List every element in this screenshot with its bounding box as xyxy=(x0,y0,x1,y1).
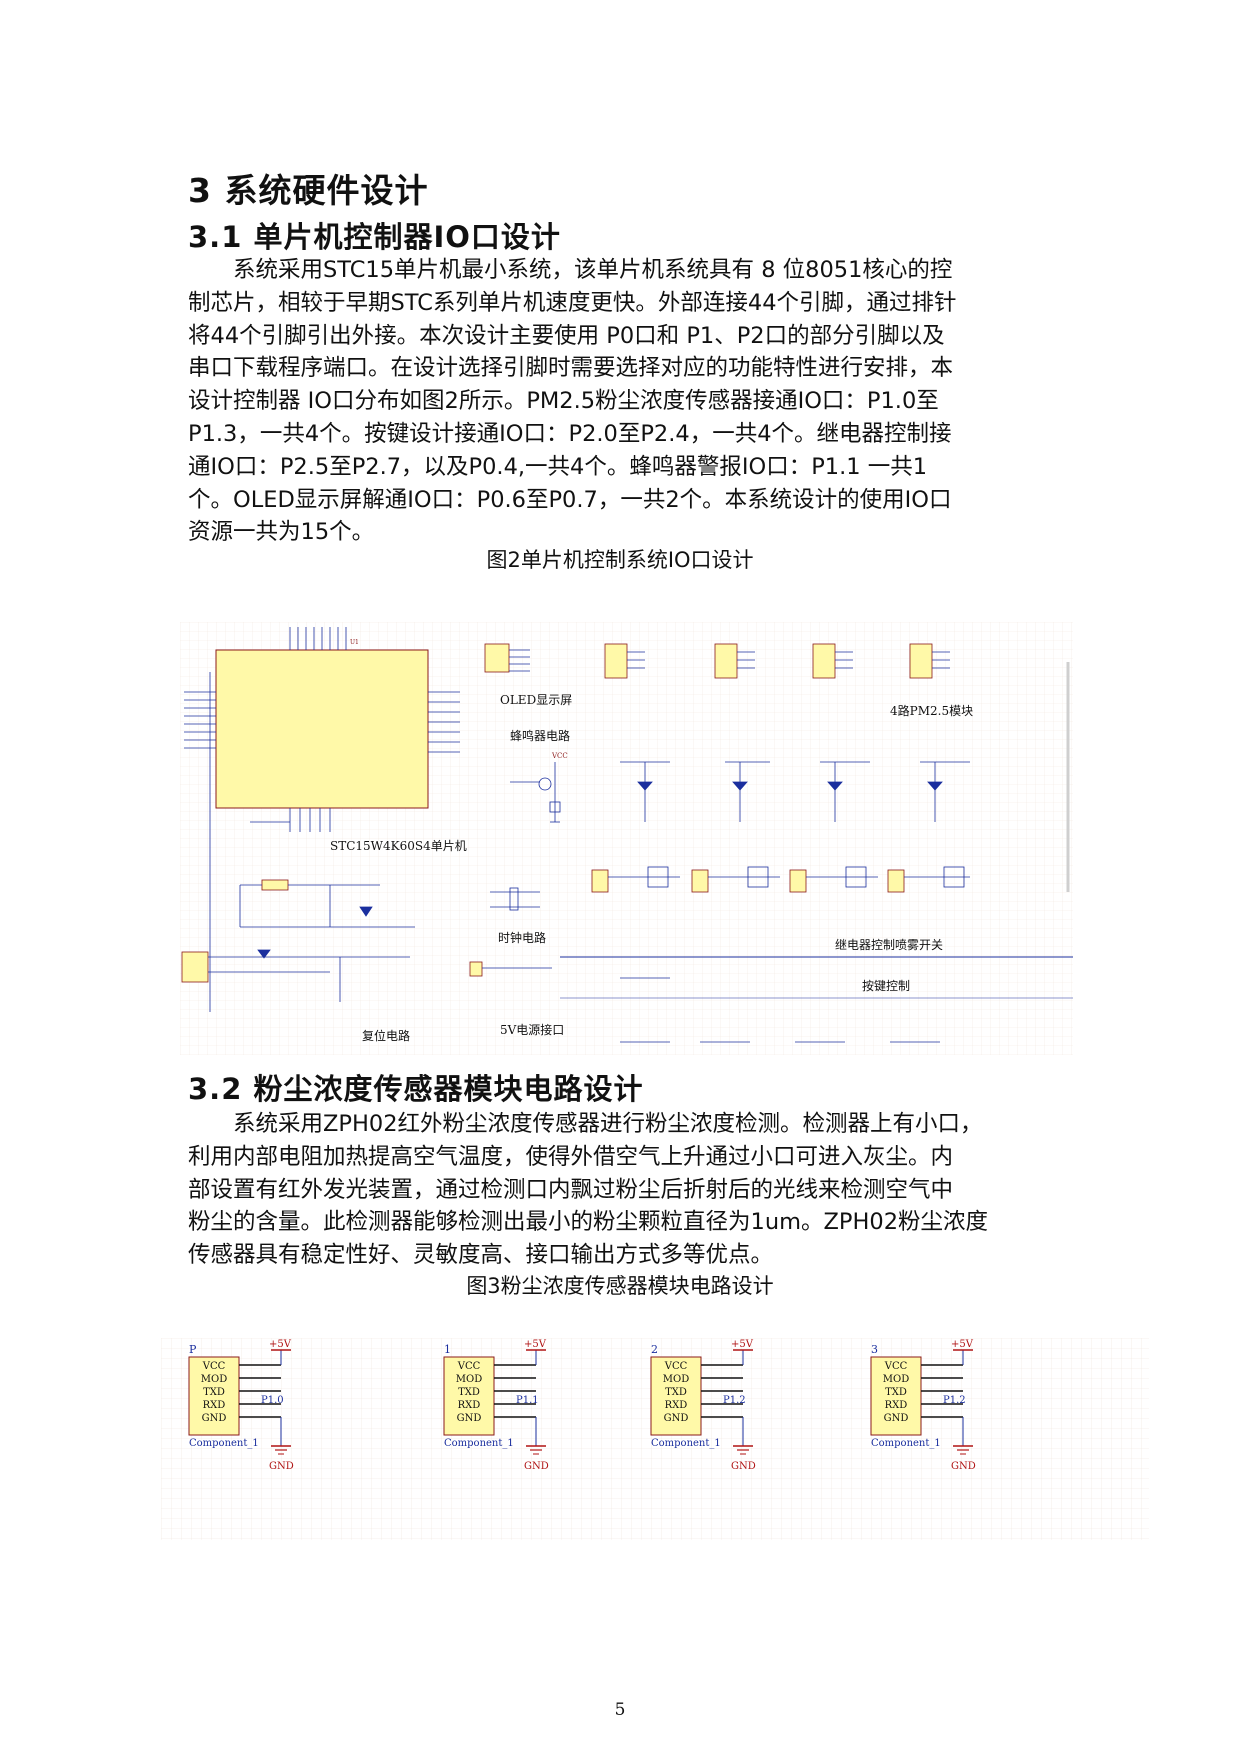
net-label: P1.1 xyxy=(516,1395,539,1406)
subsection-heading-3-2: 3.2 粉尘浓度传感器模块电路设计 xyxy=(188,1072,644,1106)
buzzer-circuit xyxy=(510,762,561,823)
figure-3-caption: 图3粉尘浓度传感器模块电路设计 xyxy=(466,1274,774,1298)
pin-label-mod: MOD xyxy=(201,1374,227,1385)
text-line: 利用内部电阻加热提高空气温度，使得外借空气上升通过小口可进入灰尘。内 xyxy=(188,1143,954,1170)
power-label: +5V xyxy=(269,1339,292,1350)
ground-label: GND xyxy=(731,1461,756,1472)
paragraph-io-design: 系统采用STC15单片机最小系统，该单片机系统具有 8 位8051核心的控 制芯… xyxy=(188,254,1048,549)
pin-label-vcc: VCC xyxy=(457,1361,481,1372)
connector-designator: 2 xyxy=(651,1343,658,1356)
sensor-connector-body xyxy=(650,1356,702,1436)
text-line: P1.3，一共4个。按键设计接通IO口：P2.0至P2.4，一共4个。继电器控制… xyxy=(188,420,952,447)
pin-label-mod: MOD xyxy=(663,1374,689,1385)
relay-headers xyxy=(591,869,905,893)
power-regulator-circuit xyxy=(239,884,415,928)
pm-sensor-headers xyxy=(604,643,950,679)
component-label: Component_1 xyxy=(871,1438,941,1449)
connector-designator: 1 xyxy=(444,1343,451,1356)
paragraph-sensor-design: 系统采用ZPH02红外粉尘浓度传感器进行粉尘浓度检测。检测器上有小口， 利用内部… xyxy=(188,1108,1048,1272)
pin-label-txd: TXD xyxy=(665,1387,687,1398)
power-label: +5V xyxy=(951,1339,974,1350)
usb-connector xyxy=(181,951,209,983)
pin-label-rxd: RXD xyxy=(458,1400,481,1411)
voltage-regulator xyxy=(261,879,289,891)
component-label: Component_1 xyxy=(444,1438,514,1449)
buzzer-vcc-label: VCC xyxy=(551,752,568,760)
net-label: P1.2 xyxy=(723,1395,746,1406)
relay-drivers xyxy=(620,761,970,822)
oled-label: OLED显示屏 xyxy=(500,693,572,707)
pm-module-label: 4路PM2.5模块 xyxy=(890,703,973,718)
pin-label-rxd: RXD xyxy=(665,1400,688,1411)
section-heading: 3 系统硬件设计 xyxy=(188,171,429,210)
clock-circuit xyxy=(490,887,540,911)
power-label: +5V xyxy=(731,1339,754,1350)
text-line: 通IO口：P2.5至P2.7，以及P0.4,一共4个。蜂鸣器警报IO口：P1.1… xyxy=(188,453,928,480)
pin-label-txd: TXD xyxy=(458,1387,480,1398)
text-line: 将44个引脚引出外接。本次设计主要使用 P0口和 P1、P2口的部分引脚以及 xyxy=(188,322,945,349)
clock-label: 时钟电路 xyxy=(498,930,546,945)
pin-label-txd: TXD xyxy=(885,1387,907,1398)
mcu-pins xyxy=(184,627,460,1012)
net-label: P1.0 xyxy=(261,1395,284,1406)
net-label: P1.2 xyxy=(943,1395,966,1406)
key-buttons xyxy=(620,977,940,1043)
pin-label-vcc: VCC xyxy=(202,1361,226,1372)
pin-label-mod: MOD xyxy=(883,1374,909,1385)
component-label: Component_1 xyxy=(651,1438,721,1449)
pin-label-txd: TXD xyxy=(203,1387,225,1398)
pin-label-vcc: VCC xyxy=(664,1361,688,1372)
text-line: 制芯片，相较于早期STC系列单片机速度更快。外部连接44个引脚，通过排针 xyxy=(188,289,957,316)
reset-label: 复位电路 xyxy=(362,1028,410,1043)
pin-label-gnd: GND xyxy=(457,1413,482,1424)
connector-designator: P xyxy=(189,1343,197,1356)
pin-label-gnd: GND xyxy=(664,1413,689,1424)
text-line: 个。OLED显示屏解通IO口：P0.6至P0.7，一共2个。本系统设计的使用IO… xyxy=(188,486,952,513)
connector-designator: 3 xyxy=(871,1343,878,1356)
mcu-chip xyxy=(215,649,429,809)
power-label: +5V xyxy=(524,1339,547,1350)
reset-circuit xyxy=(208,949,410,1002)
ground-label: GND xyxy=(269,1461,294,1472)
subsection-heading-3-1: 3.1 单片机控制器IO口设计 xyxy=(188,220,561,254)
pin-label-mod: MOD xyxy=(456,1374,482,1385)
oled-header xyxy=(484,643,510,673)
sensor-connector-body xyxy=(443,1356,495,1436)
ground-label: GND xyxy=(951,1461,976,1472)
pin-label-vcc: VCC xyxy=(884,1361,908,1372)
component-label: Component_1 xyxy=(189,1438,259,1449)
text-line: 传感器具有稳定性好、灵敏度高、接口输出方式多等优点。 xyxy=(188,1242,774,1269)
pin-label-rxd: RXD xyxy=(203,1400,226,1411)
key-section-label: 按键控制 xyxy=(862,979,910,993)
mcu-designator: U1 xyxy=(350,639,359,646)
pin-label-gnd: GND xyxy=(884,1413,909,1424)
sensor-connector-body xyxy=(188,1356,240,1436)
pin-label-rxd: RXD xyxy=(885,1400,908,1411)
buzzer-label: 蜂鸣器电路 xyxy=(510,728,570,743)
mcu-label: STC15W4K60S4单片机 xyxy=(330,839,467,853)
text-line: 部设置有红外发光装置，通过检测口内飘过粉尘后折射后的光线来检测空气中 xyxy=(188,1176,954,1203)
sensor-connector-body xyxy=(870,1356,922,1436)
page-number: 5 xyxy=(614,1700,626,1720)
figure-2-schematic: U1 STC15W4K60S4单片机 OLED显示屏 xyxy=(180,622,1073,1055)
text-line: 系统采用ZPH02红外粉尘浓度传感器进行粉尘浓度检测。检测器上有小口， xyxy=(188,1111,983,1137)
text-line: 串口下载程序端口。在设计选择引脚时需要选择对应的功能特性进行安排，本 xyxy=(188,355,954,382)
figure-2-caption: 图2单片机控制系统IO口设计 xyxy=(486,548,754,572)
text-line: 设计控制器 IO口分布如图2所示。PM2.5粉尘浓度传感器接通IO口：P1.0至 xyxy=(188,388,939,415)
relay-section-label: 继电器控制喷雾开关 xyxy=(835,938,943,952)
schematic-mcu-system: U1 STC15W4K60S4单片机 OLED显示屏 xyxy=(180,622,1073,1055)
text-line: 资源一共为15个。 xyxy=(188,519,375,546)
ground-label: GND xyxy=(524,1461,549,1472)
power-interface-label: 5V电源接口 xyxy=(500,1022,564,1037)
text-line: 粉尘的含量。此检测器能够检测出最小的粉尘颗粒直径为1um。ZPH02粉尘浓度 xyxy=(188,1209,989,1236)
text-line: 系统采用STC15单片机最小系统，该单片机系统具有 8 位8051核心的控 xyxy=(188,257,953,283)
power-jack xyxy=(469,961,483,977)
pin-label-gnd: GND xyxy=(202,1413,227,1424)
